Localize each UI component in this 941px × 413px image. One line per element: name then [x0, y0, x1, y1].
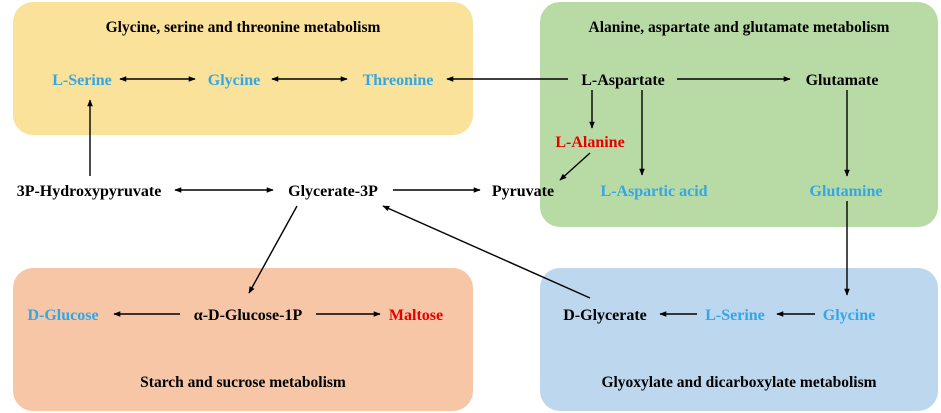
node-l-aspartic-acid: L-Aspartic acid: [600, 183, 707, 200]
title-glycine-serine-threonine: Glycine, serine and threonine metabolism: [106, 19, 381, 36]
box-glyoxylate-dicarboxylate: [540, 268, 938, 411]
node-l-alanine: L-Alanine: [555, 134, 624, 151]
box-glycine-serine-threonine: [13, 2, 473, 135]
title-starch-sucrose: Starch and sucrose metabolism: [140, 374, 346, 391]
edge-dglycerate-glycerate3p: [382, 205, 591, 299]
node-alpha-d-glucose-1p: α-D-Glucose-1P: [194, 307, 303, 324]
node-glycerate-3p: Glycerate-3P: [288, 183, 378, 200]
node-l-serine-bottom: L-Serine: [705, 307, 765, 324]
node-glutamate: Glutamate: [806, 72, 879, 89]
edge-glycerate3p-glucose1p: [248, 205, 298, 294]
node-pyruvate: Pyruvate: [492, 183, 554, 200]
node-glycine-top: Glycine: [208, 72, 260, 89]
title-alanine-aspartate-glutamate: Alanine, aspartate and glutamate metabol…: [589, 19, 890, 36]
node-3p-hydroxypyruvate: 3P-Hydroxypyruvate: [17, 183, 162, 200]
node-d-glucose: D-Glucose: [27, 307, 98, 324]
node-threonine: Threonine: [363, 72, 434, 89]
node-l-aspartate: L-Aspartate: [581, 72, 665, 89]
node-maltose: Maltose: [389, 307, 443, 324]
node-l-serine-top: L-Serine: [52, 72, 112, 89]
edge-lalanine-pyruvate: [559, 152, 591, 181]
node-d-glycerate: D-Glycerate: [563, 307, 647, 324]
node-glycine-bottom: Glycine: [823, 307, 875, 324]
node-glutamine: Glutamine: [810, 183, 883, 200]
box-starch-sucrose: [13, 268, 473, 411]
title-glyoxylate-dicarboxylate: Glyoxylate and dicarboxylate metabolism: [601, 374, 876, 391]
